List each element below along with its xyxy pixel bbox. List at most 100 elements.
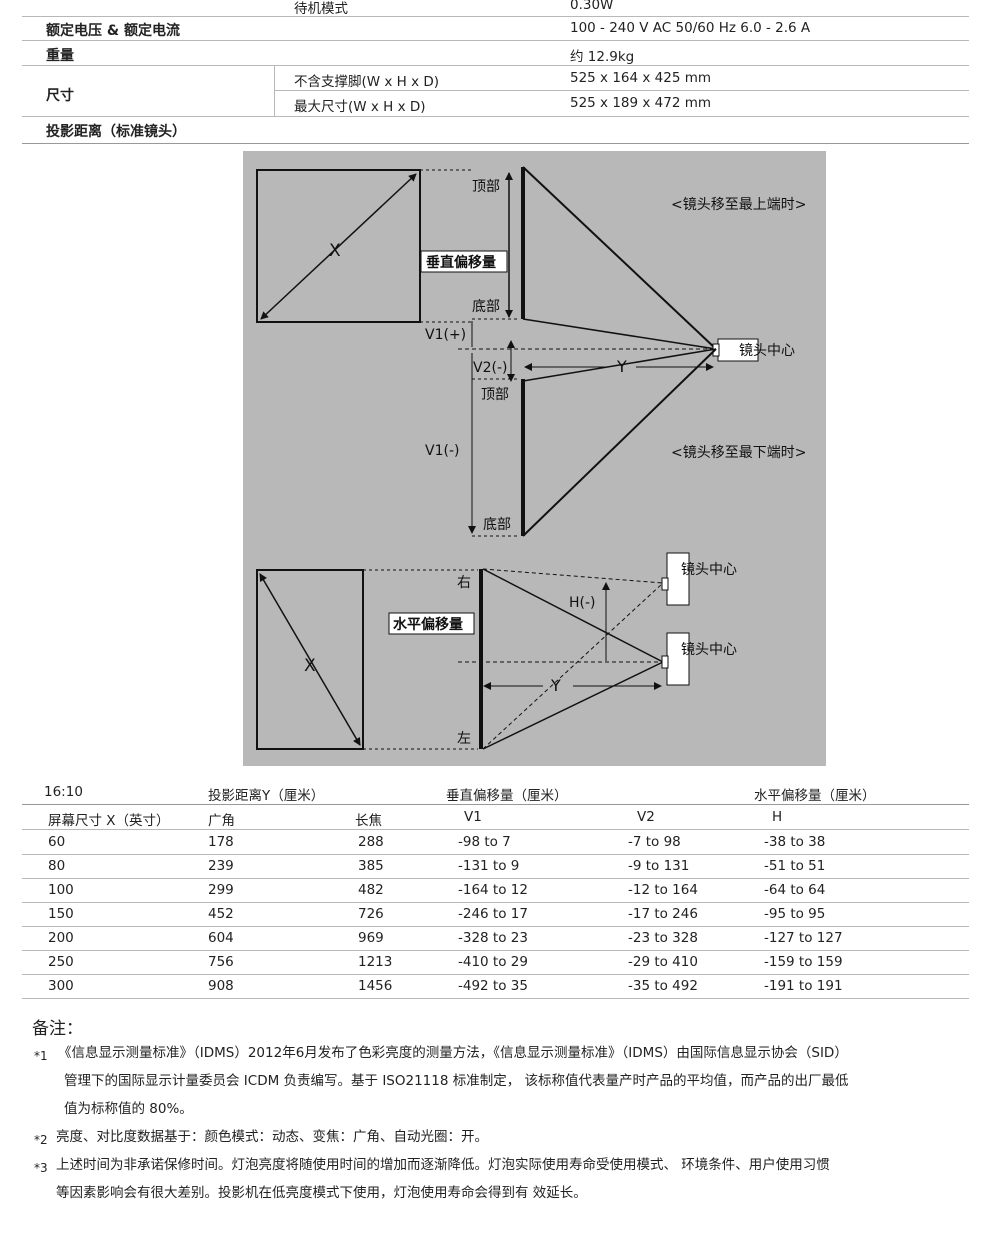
label-y-bottom: Y <box>550 676 561 695</box>
label-y-top: Y <box>616 357 627 376</box>
label-v1-minus: V1(-) <box>425 443 459 459</box>
label-v2-minus: V2(-) <box>473 360 507 376</box>
table-cell: 300 <box>48 978 74 994</box>
table-cell: 150 <box>48 906 74 922</box>
table-cell: -95 to 95 <box>764 906 826 922</box>
table-cell: 908 <box>208 978 234 994</box>
table-cell: -38 to 38 <box>764 834 826 850</box>
spec-value-standby: 0.30W <box>570 0 614 13</box>
table-cell: -246 to 17 <box>458 906 528 922</box>
label-lens-bottom: <镜头移至最下端时> <box>671 445 806 461</box>
ray-bottom-lower <box>522 348 717 537</box>
ray-top-lower <box>522 318 717 350</box>
note-1-line-1: 《信息显示测量标准》（IDMS）2012年6月发布了色彩亮度的测量方法，《信息显… <box>58 1045 848 1061</box>
table-cell: 604 <box>208 930 234 946</box>
table-header: 屏幕尺寸 X（英寸） <box>48 813 170 829</box>
table-header: H <box>772 809 783 825</box>
lens-nub-3 <box>661 655 669 669</box>
spec-label-throw: 投影距离（标准镜头） <box>46 124 186 140</box>
note-1-line-3: 值为标称值的 80%。 <box>64 1101 193 1117</box>
label-left: 左 <box>457 731 471 747</box>
diagonal-x-bottom <box>259 573 361 746</box>
spec-row-standby: 待机模式 0.30W <box>22 0 969 17</box>
spec-row-throw: 投影距离（标准镜头） <box>22 117 969 144</box>
note-3-line-1: 上述时间为非承诺保修时间。灯泡亮度将随使用时间的增加而逐渐降低。灯泡实际使用寿命… <box>56 1157 830 1173</box>
spec-label-power: 额定电压 & 额定电流 <box>46 23 180 39</box>
spec-label-size: 尺寸 <box>46 88 74 104</box>
table-cell: -64 to 64 <box>764 882 826 898</box>
table-group-header: 16:10 投影距离Y（厘米） 垂直偏移量（厘米） 水平偏移量（厘米） <box>22 780 969 805</box>
table-cell: 239 <box>208 858 234 874</box>
label-lens-center-2: 镜头中心 <box>681 562 737 578</box>
table-cell: -17 to 246 <box>628 906 698 922</box>
table-cell: -328 to 23 <box>458 930 528 946</box>
label-horizontal-shift: 水平偏移量 <box>393 616 463 633</box>
label-x-top: X <box>329 241 341 261</box>
spec-size-vdivider <box>274 66 275 116</box>
table-cell: 288 <box>358 834 384 850</box>
screen-rect-bottom <box>256 569 364 750</box>
label-x-bottom: X <box>304 656 316 676</box>
table-cell: -191 to 191 <box>764 978 843 994</box>
table-cell: 756 <box>208 954 234 970</box>
ray-h-center-upper <box>482 568 664 663</box>
table-cell: 60 <box>48 834 66 850</box>
label-bottom-1: 底部 <box>472 299 500 315</box>
label-h-minus: H(-) <box>569 595 596 611</box>
spec-value-size1: 525 x 164 x 425 mm <box>570 70 712 86</box>
spec-sub-size1: 不含支撑脚(W x H x D) <box>294 74 440 90</box>
lens-box-2 <box>666 552 690 606</box>
table-aspect: 16:10 <box>44 784 83 800</box>
table-cell: 250 <box>48 954 74 970</box>
note-1-line-2: 管理下的国际显示计量委员会 ICDM 负责编写。基于 ISO21118 标准制定… <box>64 1073 849 1089</box>
note-3-line-2: 等因素影响会有很大差别。投影机在低亮度模式下使用，灯泡使用寿命会得到有 效延长。 <box>56 1185 587 1201</box>
table-header-row: 屏幕尺寸 X（英寸） 广角 长焦 V1 V2 H <box>22 805 969 830</box>
spec-sub-size2: 最大尺寸(W x H x D) <box>294 99 426 115</box>
ray-top-upper <box>522 166 717 350</box>
label-bottom-2: 底部 <box>483 517 511 533</box>
table-cell: 969 <box>358 930 384 946</box>
table-cell: -98 to 7 <box>458 834 511 850</box>
table-cell: 200 <box>48 930 74 946</box>
ray-h-shift-lower <box>482 582 664 750</box>
diagonal-x-top <box>260 173 417 320</box>
table-header: 长焦 <box>355 813 382 829</box>
spec-label-weight: 重量 <box>46 48 74 64</box>
note-1-mark: *1 <box>34 1049 48 1063</box>
table-cell: -492 to 35 <box>458 978 528 994</box>
note-2-mark: *2 <box>34 1133 48 1147</box>
label-top-1: 顶部 <box>472 179 500 195</box>
table-cell: 80 <box>48 858 66 874</box>
label-right: 右 <box>457 575 471 591</box>
spec-size-divider <box>274 90 969 91</box>
table-cell: -12 to 164 <box>628 882 698 898</box>
note-3-mark: *3 <box>34 1161 48 1175</box>
screen-rect-top <box>256 169 421 323</box>
table-header: 广角 <box>208 813 235 829</box>
spec-row-weight: 重量 约 12.9kg <box>22 41 969 66</box>
label-lens-center-1: 镜头中心 <box>739 343 795 359</box>
label-lens-top: <镜头移至最上端时> <box>671 197 806 213</box>
table-header: V1 <box>464 809 482 825</box>
table-cell: -410 to 29 <box>458 954 528 970</box>
spec-value-weight: 约 12.9kg <box>570 49 635 65</box>
spec-sub-standby: 待机模式 <box>294 1 348 17</box>
diagram-svg: X 垂直偏移量 顶部 底部 V1(+) V2(-) Y 镜头中心 <镜头移至最上… <box>256 166 806 750</box>
table-cell: -35 to 492 <box>628 978 698 994</box>
label-top-2: 顶部 <box>481 387 509 403</box>
table-group-vshift: 垂直偏移量（厘米） <box>446 788 568 804</box>
spec-row-power: 额定电压 & 额定电流 100 - 240 V AC 50/60 Hz 6.0 … <box>22 17 969 41</box>
ray-h-shift-upper <box>482 568 664 584</box>
table-cell: 299 <box>208 882 234 898</box>
table-group-hshift: 水平偏移量（厘米） <box>754 788 876 804</box>
label-vertical-shift: 垂直偏移量 <box>426 254 496 271</box>
table-group-throw: 投影距离Y（厘米） <box>208 788 325 804</box>
table-cell: -131 to 9 <box>458 858 520 874</box>
spec-value-size2: 525 x 189 x 472 mm <box>570 95 712 111</box>
table-cell: -7 to 98 <box>628 834 681 850</box>
